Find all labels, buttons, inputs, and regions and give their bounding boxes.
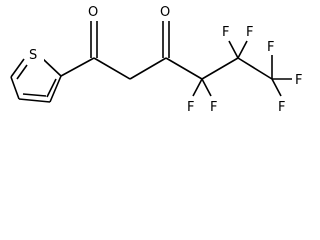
fluorine-4a-label: F [187,100,194,115]
fluorine-6a-label: F [267,40,274,55]
bond-c4-f-left [192,78,203,97]
bond-c4-c5chain [201,57,239,80]
bond-c5-c6chain [237,57,273,80]
bond-c4-c5 [10,76,20,100]
bond-c5-s [10,58,25,78]
fluorine-bonds [192,40,292,97]
bond-c5-f-left [228,40,239,59]
carbonyl-3 [162,21,170,58]
fluorine-5b-label: F [246,25,253,40]
bond-c4-f-right [201,78,212,97]
oxygen-1-label: O [88,5,98,20]
fluorine-5a-label: F [222,25,229,40]
bond-c1-c2 [93,57,131,80]
bond-c3-c4 [18,98,51,103]
bond-c5-f-right [237,40,248,59]
bond-c3-c4chain [165,57,203,80]
fluorine-4b-label: F [210,100,217,115]
structure-diagram: S O O F F F F F F F [10,5,302,115]
atom-labels: S O O F F F F F F F [26,5,302,115]
carbonyl-1 [90,21,98,58]
bond-c2-c3chain [129,57,167,80]
bond-s-c2 [42,58,62,77]
fluorine-6c-label: F [278,100,285,115]
bond-c3-c4-inner [22,93,47,97]
bond-c6-f-bottom [271,78,282,97]
fluorine-6b-label: F [295,73,302,88]
bond-c2-c3-inner [46,78,57,98]
bond-ring-c1 [60,57,95,77]
sulfur-label: S [29,48,37,63]
thiophene-ring [10,58,62,103]
oxygen-3-label: O [160,5,170,20]
bond-c5-s-inner [16,64,28,80]
bond-c2-c3 [49,75,62,103]
carbon-chain [60,57,273,80]
